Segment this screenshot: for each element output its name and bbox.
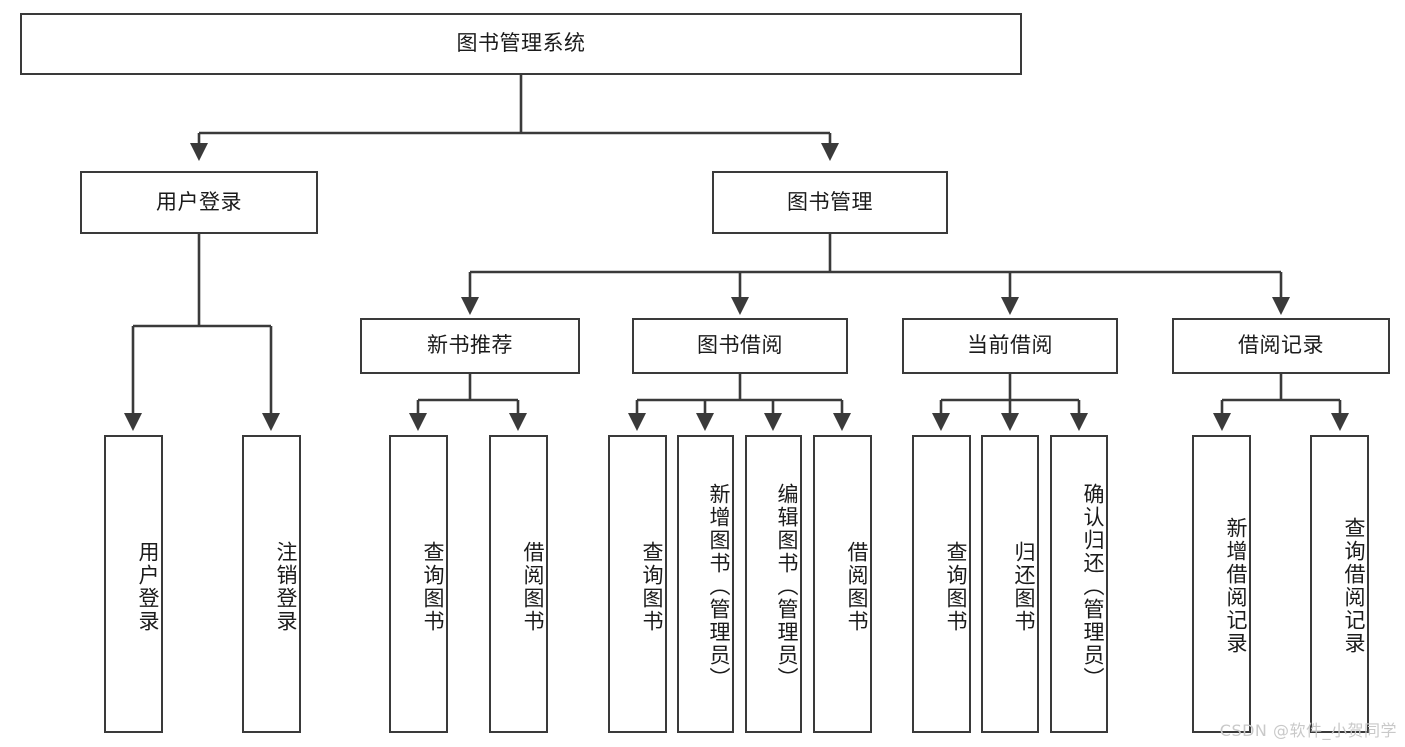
node-new-book-rec-label: 新书推荐: [427, 333, 513, 358]
leaf-logout-label: 注销登录: [274, 541, 298, 633]
node-new-book-rec[interactable]: 新书推荐: [360, 318, 580, 374]
leaf-edit-book[interactable]: 编辑图书（管理员）: [745, 435, 802, 733]
node-book-manage[interactable]: 图书管理: [712, 171, 948, 234]
node-user-login[interactable]: 用户登录: [80, 171, 318, 234]
leaf-confirm-return[interactable]: 确认归还（管理员）: [1050, 435, 1108, 733]
leaf-add-record[interactable]: 新增借阅记录: [1192, 435, 1251, 733]
leaf-add-book[interactable]: 新增图书（管理员）: [677, 435, 734, 733]
leaf-edit-book-label: 编辑图书（管理员）: [775, 482, 799, 690]
leaf-user-login[interactable]: 用户登录: [104, 435, 163, 733]
node-current-borrow-label: 当前借阅: [967, 333, 1053, 358]
leaf-add-record-label: 新增借阅记录: [1224, 517, 1248, 655]
node-current-borrow[interactable]: 当前借阅: [902, 318, 1118, 374]
leaf-query-book-3[interactable]: 查询图书: [912, 435, 971, 733]
node-borrow-record-label: 借阅记录: [1238, 333, 1324, 358]
leaf-query-record-label: 查询借阅记录: [1342, 517, 1366, 655]
leaf-query-book-1-label: 查询图书: [421, 541, 445, 633]
node-root[interactable]: 图书管理系统: [20, 13, 1022, 75]
leaf-add-book-label: 新增图书（管理员）: [707, 482, 731, 690]
node-user-login-label: 用户登录: [156, 189, 242, 214]
leaf-query-book-1[interactable]: 查询图书: [389, 435, 448, 733]
leaf-logout[interactable]: 注销登录: [242, 435, 301, 733]
leaf-return-book-label: 归还图书: [1012, 541, 1036, 633]
leaf-borrow-book-2[interactable]: 借阅图书: [813, 435, 872, 733]
leaf-query-record[interactable]: 查询借阅记录: [1310, 435, 1369, 733]
leaf-borrow-book-1-label: 借阅图书: [521, 541, 545, 633]
node-book-manage-label: 图书管理: [787, 189, 873, 214]
leaf-query-book-2-label: 查询图书: [640, 541, 664, 633]
leaf-borrow-book-1[interactable]: 借阅图书: [489, 435, 548, 733]
leaf-borrow-book-2-label: 借阅图书: [845, 541, 869, 633]
node-book-borrow-label: 图书借阅: [697, 333, 783, 358]
node-book-borrow[interactable]: 图书借阅: [632, 318, 848, 374]
csdn-watermark: CSDN @软件_小贺同学: [1219, 721, 1397, 740]
node-root-label: 图书管理系统: [456, 31, 586, 56]
node-borrow-record[interactable]: 借阅记录: [1172, 318, 1390, 374]
leaf-user-login-label: 用户登录: [136, 541, 160, 633]
leaf-return-book[interactable]: 归还图书: [981, 435, 1039, 733]
leaf-confirm-return-label: 确认归还（管理员）: [1081, 482, 1105, 690]
leaf-query-book-3-label: 查询图书: [944, 541, 968, 633]
leaf-query-book-2[interactable]: 查询图书: [608, 435, 667, 733]
